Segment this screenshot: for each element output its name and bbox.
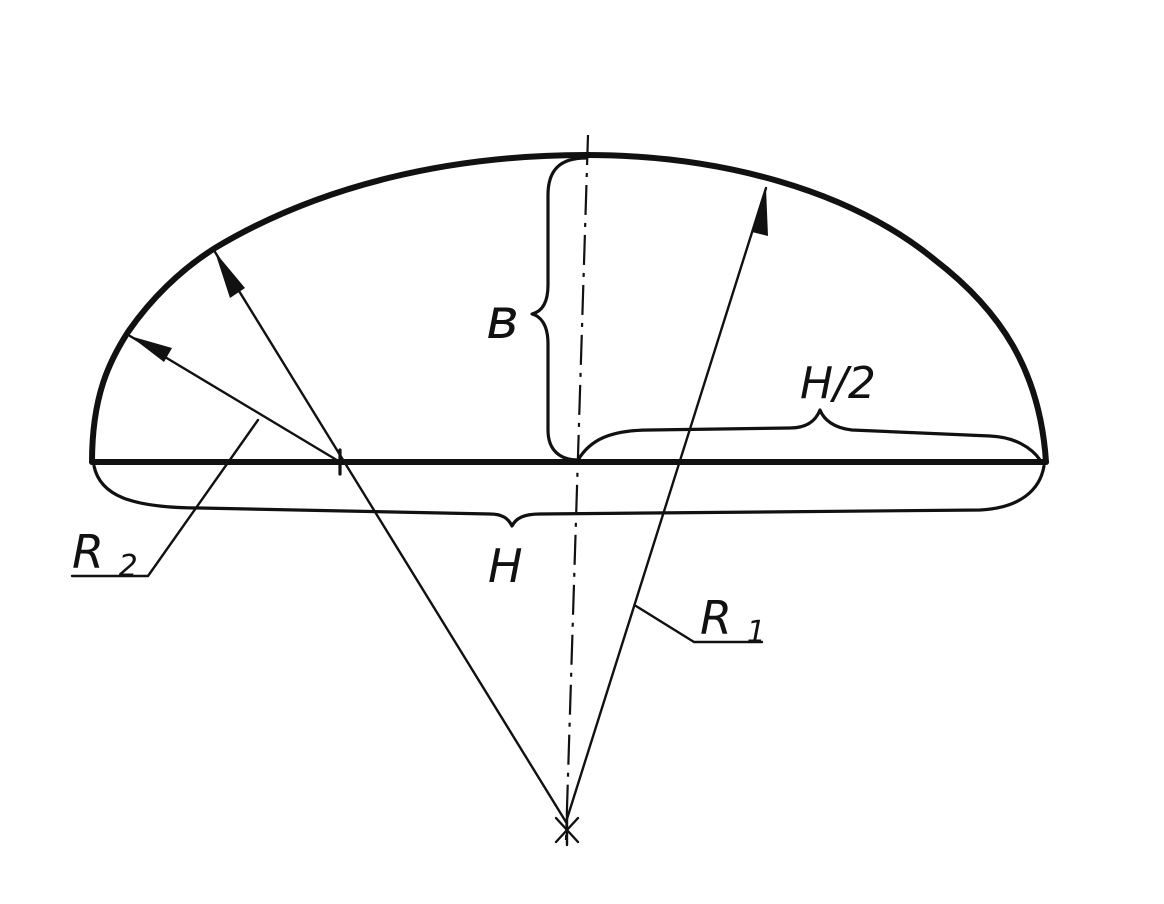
width-brace xyxy=(92,464,1046,528)
label-half-width-text: H/2 xyxy=(800,358,876,409)
height-brace xyxy=(530,156,588,462)
radius-small-leader xyxy=(70,418,260,578)
construction-arrowhead xyxy=(215,252,245,298)
label-half-width: H/2 xyxy=(800,358,876,409)
label-width: H xyxy=(488,539,523,593)
label-radius-small-main: R xyxy=(72,525,104,579)
radius-construction-line xyxy=(213,250,568,824)
radius-large-leader xyxy=(634,604,764,644)
label-radius-small: R 2 xyxy=(72,525,138,584)
arch-outline xyxy=(89,152,1049,465)
label-radius-large: R 1 xyxy=(700,591,766,650)
radius-large-arrowhead xyxy=(752,188,768,236)
label-radius-large-main: R xyxy=(700,591,732,645)
center-axis xyxy=(564,134,590,841)
label-radius-large-sub: 1 xyxy=(747,615,766,650)
radius-small-arrowhead xyxy=(130,336,172,362)
label-height: в xyxy=(486,287,519,352)
radius-large-line xyxy=(564,186,768,824)
half-width-brace xyxy=(576,408,1042,462)
label-radius-small-sub: 2 xyxy=(119,549,138,584)
